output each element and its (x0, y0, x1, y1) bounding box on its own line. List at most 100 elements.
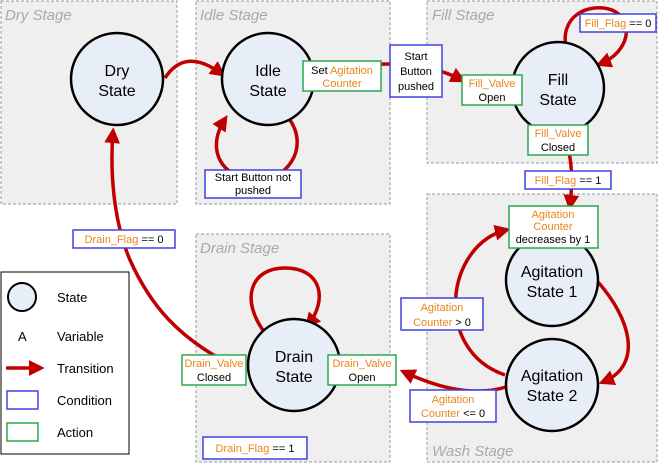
agitation-variable: Agitation (421, 302, 464, 314)
action-drain-valve-open: Drain_Valve Open (327, 354, 397, 386)
condition-symbol (6, 390, 39, 410)
action-set-counter-line1: Set Agitation (311, 65, 373, 77)
idle-state: Idle State (220, 31, 316, 127)
drain-valve-variable: Drain_Valve (184, 358, 243, 370)
idle-state-label-line2: State (249, 83, 286, 100)
fill-stage-label: Fill Stage (432, 7, 495, 24)
condition-box (579, 13, 657, 33)
fill-valve-closed-value: Closed (541, 142, 575, 154)
transition-drain-self-loop (249, 266, 322, 335)
action-box (327, 354, 397, 386)
action-box (508, 205, 599, 249)
condition-counter-gt-0: Agitation Counter > 0 (400, 297, 484, 331)
operator: > 0 (452, 317, 471, 329)
agitation-variable: Agitation (432, 394, 475, 406)
agitation-variable: Agitation (330, 65, 373, 77)
legend-transition-label: Transition (57, 361, 114, 376)
fill-state-label-line2: State (539, 92, 576, 109)
set-prefix: Set (311, 65, 330, 77)
transition-fill-self-loop (563, 5, 629, 68)
drain-flag-variable: Drain_Flag (216, 443, 270, 455)
drain-state: Drain State (246, 317, 342, 413)
drain-valve-variable: Drain_Valve (332, 358, 391, 370)
condition-start-button-not-pushed: Start Button not pushed (204, 169, 302, 199)
condition-line1: Start (404, 51, 427, 63)
legend-condition-label: Condition (57, 393, 112, 408)
conditions: Start Button not pushed Start Button pus… (72, 13, 657, 460)
fill-state: Fill State (510, 40, 606, 136)
legend-transition: Transition (6, 360, 114, 376)
transition-agitation1-to-agitation2 (596, 280, 631, 386)
condition-start-button-pushed: Start Button pushed (389, 44, 443, 98)
action-box (181, 354, 247, 386)
agitation-state-2-label-line1: Agitation (521, 368, 583, 385)
dry-state: Dry State (69, 31, 165, 127)
fill-valve-variable: Fill_Valve (535, 128, 582, 140)
dry-state-label-line2: State (98, 83, 135, 100)
condition-line2: Button (400, 66, 432, 78)
condition-line3: pushed (398, 81, 434, 93)
drain-flag-variable: Drain_Flag (85, 234, 139, 246)
drain-state-label-line2: State (275, 369, 312, 386)
counter-variable: Counter (413, 317, 452, 329)
action-box (527, 124, 589, 156)
fill-valve-open-value: Open (479, 92, 506, 104)
legend-state: State (7, 282, 87, 312)
agitation-state-2: Agitation State 2 (504, 337, 600, 433)
condition-text: Fill_Flag == 0 (585, 18, 652, 30)
dry-stage-label: Dry Stage (5, 7, 72, 24)
transition-drain-to-dry (104, 127, 247, 374)
condition-box (409, 389, 497, 423)
action-set-agitation-counter: Set Agitation Counter (302, 60, 382, 92)
agitation-state-1-label-line1: Agitation (521, 264, 583, 281)
wash-stage-label: Wash Stage (432, 443, 513, 460)
legend-variable-label: Variable (57, 329, 104, 344)
condition-box (204, 169, 302, 199)
drain-state-label-line1: Drain (275, 349, 313, 366)
legend: State A Variable Transition Condition Ac… (0, 271, 130, 455)
variable-symbol: A (18, 329, 27, 344)
condition-fill-flag-eq-0: Fill_Flag == 0 (579, 13, 657, 33)
dry-state-label-line1: Dry (105, 63, 130, 80)
fill-state-label-line1: Fill (548, 72, 568, 89)
drain-valve-closed-value: Closed (197, 372, 231, 384)
counter-variable: Counter (533, 221, 572, 233)
condition-line2: Counter > 0 (413, 317, 471, 329)
operator: == 1 (576, 175, 601, 187)
transition-dry-to-idle (163, 59, 226, 79)
agitation-state-2-label-line2: State 2 (527, 388, 578, 405)
action-box (302, 60, 382, 92)
action-drain-valve-closed: Drain_Valve Closed (181, 354, 247, 386)
operator: == 1 (269, 443, 294, 455)
condition-box (389, 44, 443, 98)
condition-text: Drain_Flag == 1 (216, 443, 295, 455)
agitation-state-1-label-line2: State 1 (527, 284, 578, 301)
agitation-state-1: Agitation State 1 (504, 232, 600, 328)
condition-line1: Start Button not (215, 172, 291, 184)
operator: == 0 (138, 234, 163, 246)
fill-valve-variable: Fill_Valve (469, 78, 516, 90)
action-counter-decreases: Agitation Counter decreases by 1 (508, 205, 599, 249)
dry-state-circle (69, 31, 165, 127)
agitation-state-2-circle (504, 337, 600, 433)
action-fill-valve-closed: Fill_Valve Closed (527, 124, 589, 156)
legend-action: Action (6, 422, 93, 442)
operator: <= 0 (460, 408, 485, 420)
operator: == 0 (626, 18, 651, 30)
condition-counter-le-0: Agitation Counter <= 0 (409, 389, 497, 423)
condition-box (72, 229, 176, 249)
counter-variable: Counter (421, 408, 460, 420)
drain-valve-open-value: Open (349, 372, 376, 384)
action-symbol (6, 422, 39, 442)
legend-variable: A Variable (18, 329, 104, 344)
condition-drain-flag-eq-1: Drain_Flag == 1 (202, 436, 308, 460)
actions: Set Agitation Counter Fill_Valve Open Fi… (181, 60, 599, 386)
condition-drain-flag-eq-0: Drain_Flag == 0 (72, 229, 176, 249)
condition-line2: Counter <= 0 (421, 408, 485, 420)
idle-stage-label: Idle Stage (200, 7, 268, 24)
condition-box (400, 297, 484, 331)
action-set-counter-line2: Counter (322, 78, 361, 90)
condition-line2: pushed (235, 185, 271, 197)
condition-box (524, 170, 612, 190)
